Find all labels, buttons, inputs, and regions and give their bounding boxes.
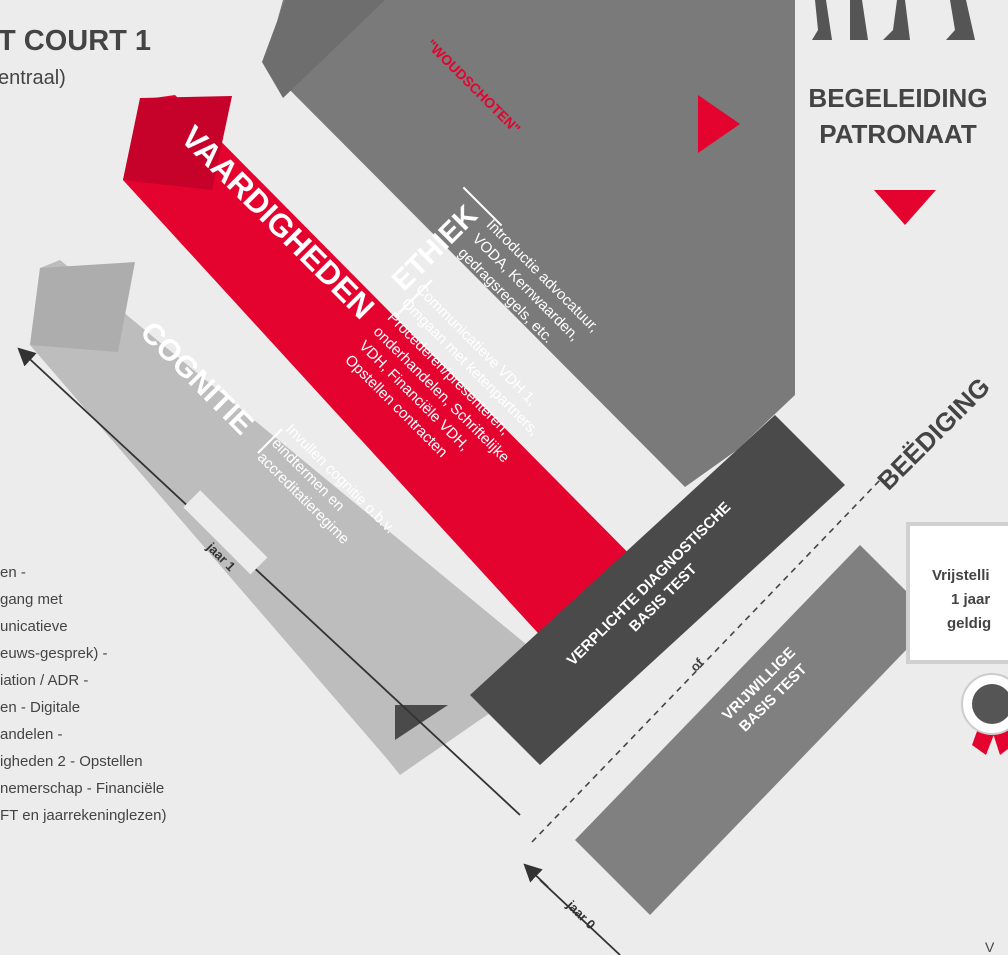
left-line: en - Digitale — [0, 699, 80, 716]
jaar0-label-group: jaar 0 — [563, 897, 598, 932]
timeline-jaar0-arrow — [523, 863, 549, 888]
triangle-right-icon — [698, 95, 740, 153]
left-line: FT en jaarrekeninglezen) — [0, 807, 166, 824]
header-subtitle: entraal) — [0, 67, 66, 89]
vaardigheden-divider — [394, 279, 433, 318]
verplichte-test-box — [470, 415, 845, 765]
beediging-group: BEËDIGING — [871, 371, 995, 495]
left-line: gang met — [0, 591, 63, 608]
header-title: T COURT 1 — [0, 25, 151, 57]
jaar0-label: jaar 0 — [563, 897, 598, 932]
certificate-line: 1 jaar — [951, 591, 990, 608]
timeline-jaar1-arrow — [17, 347, 521, 816]
figures-icon — [812, 0, 975, 40]
cognitie-band — [30, 260, 555, 775]
left-line: en - — [0, 564, 26, 581]
left-description: en - gang met unicatieve euws-gesprek) -… — [0, 564, 166, 824]
triangle-down-icon — [874, 190, 936, 225]
certificate-line: Vrijstelli — [932, 567, 990, 584]
timeline-jaar0-line — [539, 879, 621, 955]
left-line: iation / ADR - — [0, 672, 88, 689]
ethiek-band — [265, 0, 795, 487]
left-line: andelen - — [0, 726, 63, 743]
vaardigheden-band-cap — [123, 96, 232, 190]
left-line: unicatieve — [0, 618, 68, 635]
begeleiding-title: BEGELEIDING — [808, 83, 987, 113]
certificate-line: geldig — [947, 615, 991, 632]
cognitie-band-cap — [30, 262, 135, 352]
cognitie-divider — [257, 428, 283, 454]
award-seal-icon — [961, 673, 1008, 755]
left-line: euws-gesprek) - — [0, 645, 108, 662]
dashed-divider — [531, 479, 881, 843]
beediging-label: BEËDIGING — [871, 371, 995, 495]
patronaat-title: PATRONAAT — [819, 119, 977, 149]
of-label: of — [687, 655, 707, 675]
corner-fragment: V — [985, 939, 995, 955]
left-line: igheden 2 - Opstellen — [0, 753, 143, 770]
vaardigheden-band — [123, 95, 665, 668]
certificate — [906, 522, 1008, 664]
ethiek-band-cap — [262, 0, 385, 98]
vrijwillige-test-box — [575, 545, 935, 915]
left-line: nemerschap - Financiële — [0, 780, 164, 797]
of-label-group: of — [687, 655, 707, 675]
